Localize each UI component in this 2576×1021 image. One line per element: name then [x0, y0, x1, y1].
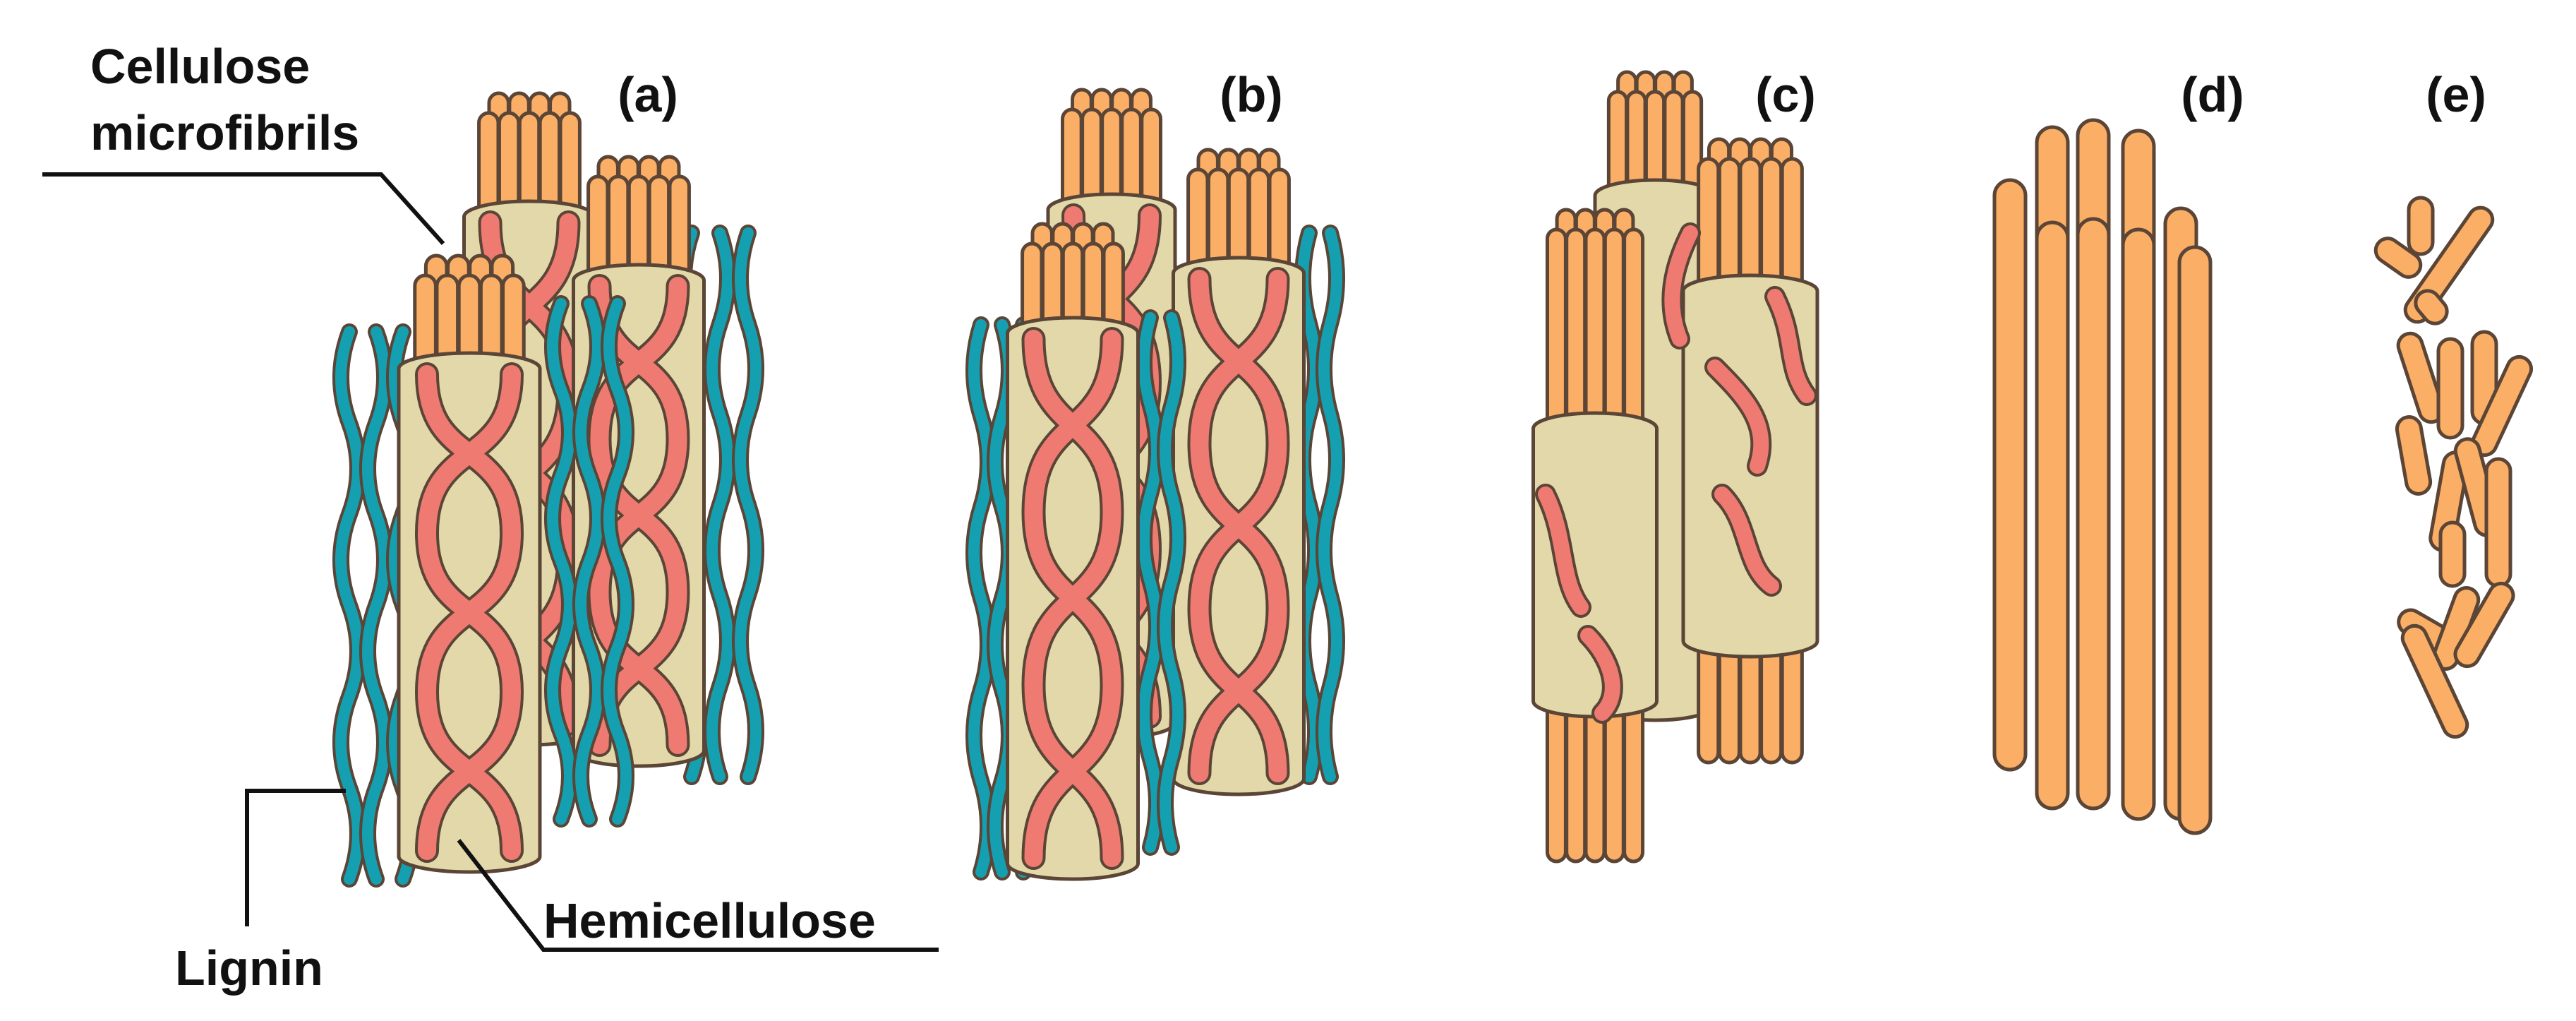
hemicellulose-label: Hemicellulose: [543, 893, 876, 948]
lignin-leader: [245, 789, 346, 926]
panel-label-a: (a): [618, 67, 678, 122]
panel-c: [1531, 70, 1819, 864]
panel-label-e: (e): [2426, 67, 2486, 122]
hemicellulose-fragment: [1707, 359, 1769, 474]
lignin-strand: [335, 326, 363, 885]
panel-label-b: (b): [1220, 67, 1282, 122]
hemicellulose-sheath: [1531, 411, 1659, 719]
hemicellulose-fragment: [1767, 289, 1814, 403]
cellulose-rod: [2436, 337, 2464, 440]
cellulose-rod: [2076, 217, 2111, 811]
lignin-strand: [547, 298, 575, 825]
cellulose-rod: [1992, 178, 2028, 772]
lignin-strand: [1138, 312, 1162, 853]
panel-b: [965, 88, 1345, 881]
lignin-strand: [1160, 312, 1184, 853]
cellulose-rod: [2453, 581, 2515, 669]
lignin-strand: [706, 227, 733, 782]
hemicellulose-ribbon: [1024, 330, 1121, 867]
hemicellulose-ribbon: [1190, 270, 1287, 782]
cellulose-label-line2: microfibrils: [90, 105, 359, 160]
cellulose-label-line1: Cellulose: [90, 39, 310, 94]
lignin-strand: [603, 298, 632, 825]
cellulose-rod: [2414, 289, 2449, 326]
cellulose-rod: [2400, 623, 2469, 739]
hemicellulose-ribbons: [1187, 267, 1290, 785]
lignin-strand: [968, 319, 994, 878]
lignin-strand: [735, 227, 762, 782]
lignin-strands: [1136, 309, 1186, 856]
leader-lines: [42, 172, 939, 952]
microfibril-column: [397, 253, 542, 874]
hemicellulose-fragment: [1714, 486, 1779, 594]
lignin-strand: [1297, 227, 1321, 782]
microfibril-column: [1006, 222, 1140, 881]
cellulose-leader: [42, 172, 445, 246]
hemicellulose-ribbon: [590, 277, 687, 754]
hemicellulose-fragment: [1664, 225, 1698, 347]
panel-e: [2373, 196, 2534, 739]
microfibril-column: [1172, 148, 1306, 796]
panel-a: [332, 91, 764, 888]
cellulose-rod: [2407, 196, 2435, 256]
cellulose-rod: [2035, 220, 2070, 811]
panel-label-d: (d): [2181, 67, 2244, 122]
cellulose-rod: [2396, 331, 2445, 424]
cellulose-rod: [2177, 245, 2213, 835]
cellulose-rod: [2484, 457, 2512, 588]
cellulose-rod: [2395, 415, 2433, 496]
lignin-strands: [1294, 225, 1345, 785]
lignin-label: Lignin: [175, 941, 323, 996]
hemicellulose-ribbons: [587, 274, 690, 757]
panel-d: [1992, 118, 2213, 835]
hemicellulose-ribbons: [414, 362, 524, 863]
hemicellulose-fragment: [1580, 628, 1620, 721]
hemicellulose-ribbons: [1021, 327, 1124, 870]
hemicellulose-ribbon: [417, 365, 522, 860]
hemicellulose-leader: [457, 839, 939, 952]
hemicellulose-fragment: [1538, 486, 1589, 615]
panel-label-c: (c): [1755, 67, 1816, 122]
cellulose-rod: [2121, 227, 2156, 821]
cellulose-rod: [2373, 237, 2423, 279]
lignin-strand: [989, 319, 1015, 878]
lignin-strand: [575, 298, 603, 825]
lignin-strand: [362, 326, 390, 885]
lignin-strand: [1318, 227, 1342, 782]
lignin-strands: [544, 295, 634, 828]
cellulose-rod: [2438, 520, 2467, 588]
hemicellulose-fragments: [1535, 222, 1817, 724]
